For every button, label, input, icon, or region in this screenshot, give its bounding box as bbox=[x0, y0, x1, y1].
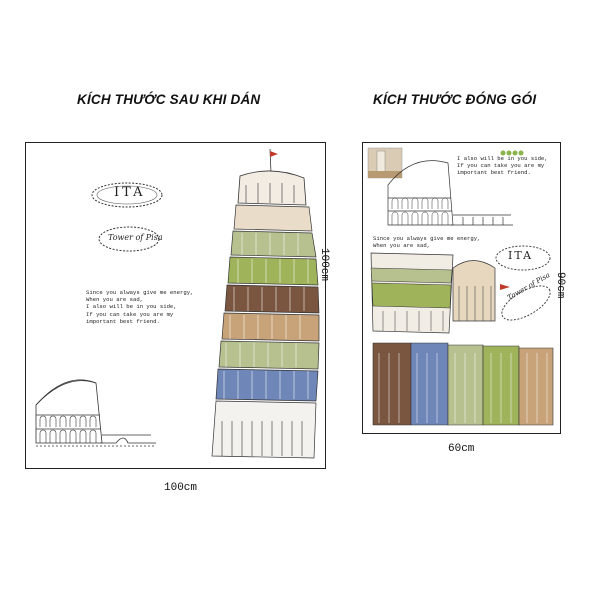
tower-of-pisa-cloud-icon bbox=[501, 285, 551, 321]
flag-icon bbox=[500, 284, 510, 290]
ita-cloud-label: ITA bbox=[508, 249, 534, 262]
heading-size-packaged: KÍCH THƯỚC ĐÓNG GÓI bbox=[373, 92, 537, 107]
badge-dots-icon bbox=[500, 150, 524, 156]
quote-line: I also will be in you side, bbox=[457, 155, 548, 162]
tower-of-pisa-cloud-label: Tower of Pisa bbox=[108, 233, 163, 242]
quote-line: Since you always give me energy, bbox=[86, 289, 194, 296]
tower-of-pisa-cloud-icon bbox=[98, 226, 160, 252]
product-thumbnail-icon bbox=[367, 147, 403, 179]
tower-segment-top-illustration bbox=[370, 252, 454, 334]
colosseum-illustration bbox=[35, 379, 156, 447]
quote-line: If you can take you are my bbox=[86, 310, 174, 318]
heading-size-after-applying: KÍCH THƯỚC SAU KHI DÁN bbox=[77, 92, 261, 107]
quote-line: I also will be in you side, bbox=[86, 303, 177, 311]
decal-preview-applied: ITA Tower of Pisa Since you always give … bbox=[25, 142, 326, 469]
quote-line: If you can take you are my bbox=[457, 162, 545, 170]
decal-artwork-applied bbox=[35, 148, 320, 459]
quote-line: important best friend. bbox=[457, 169, 531, 177]
ita-cloud-icon bbox=[495, 245, 551, 271]
colosseum-illustration bbox=[387, 160, 513, 226]
dimension-width-packaged: 60cm bbox=[448, 443, 475, 455]
leaning-tower-illustration bbox=[211, 148, 320, 459]
ita-cloud-icon bbox=[91, 182, 163, 208]
tower-bands-illustration bbox=[372, 342, 554, 426]
quote-text: Since you always give me energy, When yo… bbox=[86, 289, 193, 325]
quote-line: Since you always give me energy, bbox=[373, 235, 481, 242]
ita-cloud-label: ITA bbox=[114, 185, 146, 200]
dimension-height-applied: 100cm bbox=[318, 248, 330, 282]
dimension-width-applied: 100cm bbox=[164, 482, 198, 494]
quote-text-middle: Since you always give me energy, When yo… bbox=[373, 235, 480, 249]
quote-line: When you are sad, bbox=[373, 242, 431, 250]
tower-belfry-illustration bbox=[452, 260, 496, 322]
quote-line: When you are sad, bbox=[86, 296, 144, 304]
quote-line: important best friend. bbox=[86, 317, 160, 325]
decal-artwork-packaged bbox=[367, 147, 554, 426]
quote-text-top: I also will be in you side, If you can t… bbox=[457, 155, 548, 177]
dimension-height-packaged: 90cm bbox=[554, 272, 566, 299]
decal-sheet-packaged: I also will be in you side, If you can t… bbox=[362, 142, 561, 434]
